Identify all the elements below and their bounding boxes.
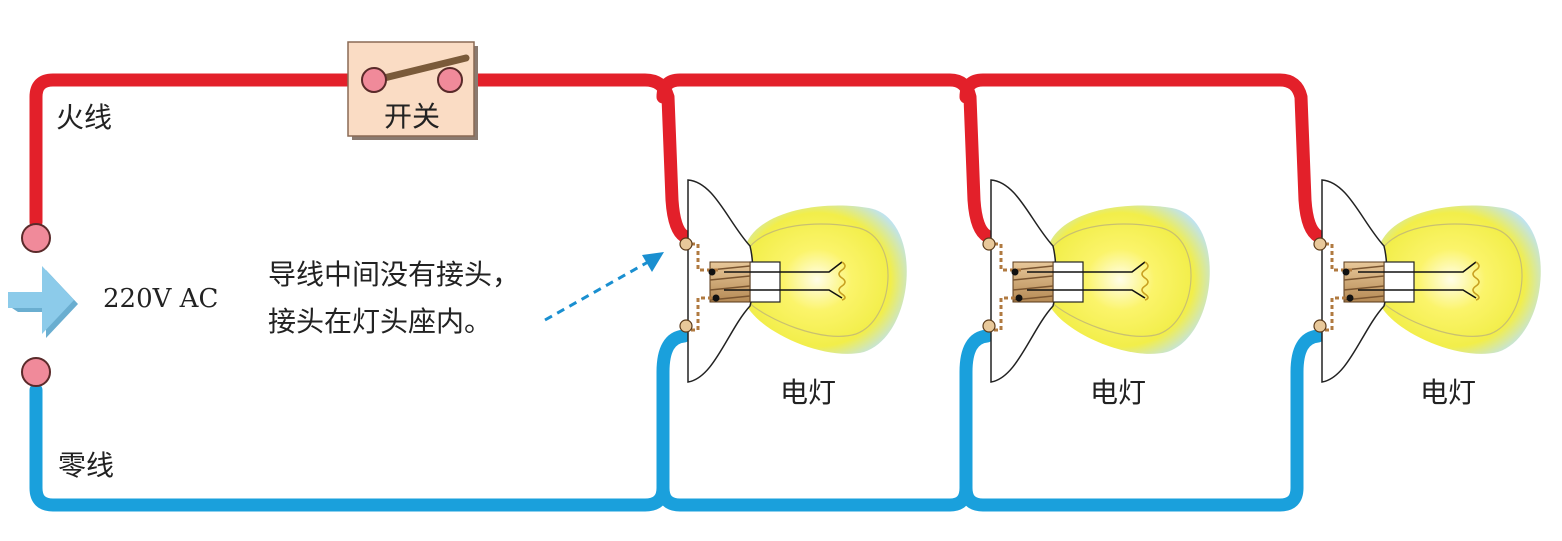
lamp-label-2: 电灯 — [1090, 376, 1146, 409]
lamp-label-3: 电灯 — [1420, 376, 1476, 409]
live-wire-label: 火线 — [56, 101, 112, 134]
socket-screw-bottom — [1313, 319, 1327, 333]
socket-screw-top — [679, 237, 693, 251]
filament-lead-top — [724, 261, 843, 273]
bulb-neck — [1383, 261, 1415, 303]
live-wires — [29, 73, 1325, 243]
note-pointer-arrow — [544, 252, 664, 322]
live-wire-right — [445, 73, 691, 243]
lamp-1 — [679, 179, 907, 383]
switch-lever — [372, 54, 470, 84]
bulb-neck — [1052, 261, 1084, 303]
bulb-neck — [749, 261, 781, 303]
filament-lead-bottom — [724, 289, 843, 299]
live-wire-left — [29, 73, 379, 229]
neutral-main-wire — [29, 329, 691, 512]
neutral-wire-2 — [656, 329, 994, 512]
switch-contact-left — [361, 67, 387, 93]
power-source-arrow — [8, 266, 78, 338]
socket-screw-top — [982, 237, 996, 251]
neutral-terminal — [21, 357, 51, 387]
lamp-2 — [982, 179, 1210, 383]
filament-coil — [838, 261, 846, 301]
bulb-glow — [1378, 205, 1541, 354]
lamp-label-1: 电灯 — [780, 376, 836, 409]
switch-contact-right — [437, 67, 463, 93]
bulb-glow — [1047, 205, 1210, 354]
neutral-wires — [29, 329, 1325, 512]
filament-lead-top — [1358, 261, 1477, 273]
bulb-glass — [745, 223, 889, 337]
lamp-3 — [1313, 179, 1541, 383]
switch-label: 开关 — [384, 100, 440, 133]
source-label: 220V AC — [103, 284, 218, 314]
filament-lead-bottom — [1358, 289, 1477, 299]
filament-lead-bottom — [1027, 289, 1146, 299]
socket-screw-bottom — [679, 319, 693, 333]
filament-lead-top — [1027, 261, 1146, 273]
socket-screw-bottom — [982, 319, 996, 333]
neutral-wire-3 — [959, 329, 1325, 512]
neutral-wire-label: 零线 — [58, 449, 114, 482]
note-line-1: 导线中间没有接头， — [268, 258, 520, 291]
bulb-glass — [1379, 223, 1523, 337]
switch: 开关 — [347, 41, 478, 140]
bulb-glass — [1048, 223, 1192, 337]
note-line-2: 接头在灯头座内。 — [268, 305, 492, 338]
bulb-glow — [744, 205, 907, 354]
filament-coil — [1141, 261, 1149, 301]
live-terminal — [21, 223, 51, 253]
filament-coil — [1472, 261, 1480, 301]
live-wire-3 — [959, 73, 1325, 243]
socket-screw-top — [1313, 237, 1327, 251]
